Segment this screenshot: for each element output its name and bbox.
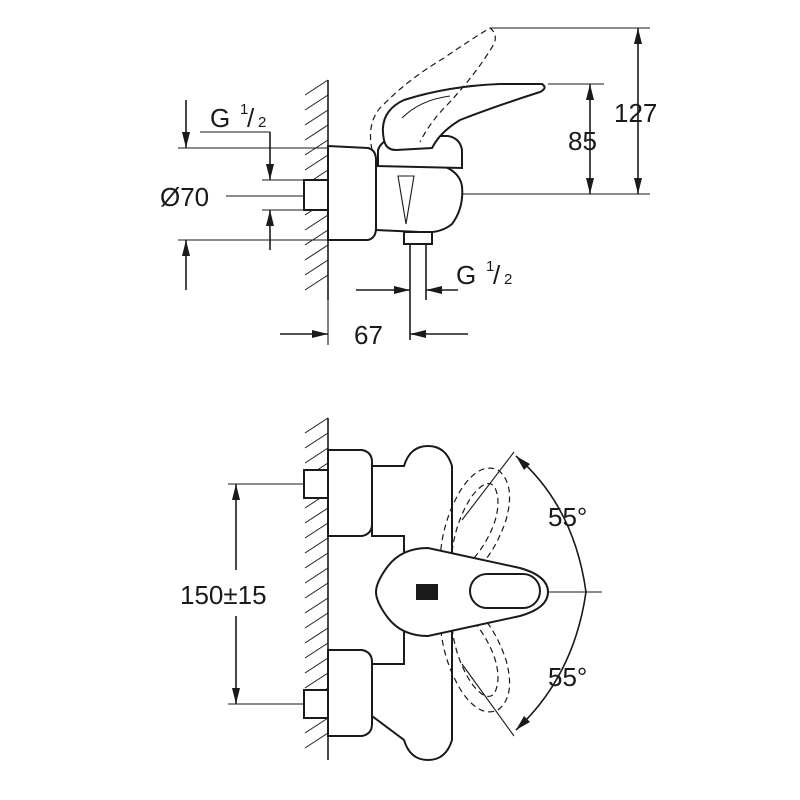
dim-wall-offset: 67 xyxy=(354,320,383,350)
svg-text:1: 1 xyxy=(240,101,248,118)
side-outlet xyxy=(403,231,433,340)
side-mixer-body xyxy=(375,158,464,234)
dim-centers: 150±15 xyxy=(180,580,267,610)
front-connector-bottom xyxy=(303,689,329,719)
front-connector-top xyxy=(303,469,329,499)
front-handle-indicator xyxy=(416,584,438,600)
svg-text:1: 1 xyxy=(486,258,494,275)
angle-lower: 55° xyxy=(548,662,587,692)
svg-text:/: / xyxy=(247,103,255,133)
thread-label-outlet: G 1 / 2 xyxy=(456,258,512,290)
front-rosette-bottom xyxy=(327,649,373,737)
side-escutcheon xyxy=(327,144,377,241)
dim-total-height: 127 xyxy=(614,98,657,128)
angle-arc-upper xyxy=(461,451,587,593)
dim-diameter: Ø70 xyxy=(160,182,209,212)
svg-text:2: 2 xyxy=(504,271,512,288)
front-handle-ghost-up xyxy=(439,467,511,577)
thread-label-inlet: G 1 / 2 xyxy=(210,101,266,133)
side-handle-lever xyxy=(382,83,546,152)
svg-text:2: 2 xyxy=(258,114,266,131)
angle-arc-lower xyxy=(461,591,587,737)
svg-text:/: / xyxy=(493,260,501,290)
front-rosette-top xyxy=(327,449,373,537)
svg-text:G: G xyxy=(456,260,476,290)
svg-text:G: G xyxy=(210,103,230,133)
front-handle-ghost-down xyxy=(439,603,511,713)
front-handle-slot xyxy=(469,573,541,609)
front-view: 150±15 55° 55° xyxy=(180,417,602,762)
side-wall-connector xyxy=(303,179,329,211)
dim-handle-height: 85 xyxy=(568,126,597,156)
front-handle xyxy=(374,546,550,638)
side-view: 127 85 Ø70 67 G 1 / 2 G 1 / 2 xyxy=(160,27,657,350)
angle-upper: 55° xyxy=(548,502,587,532)
